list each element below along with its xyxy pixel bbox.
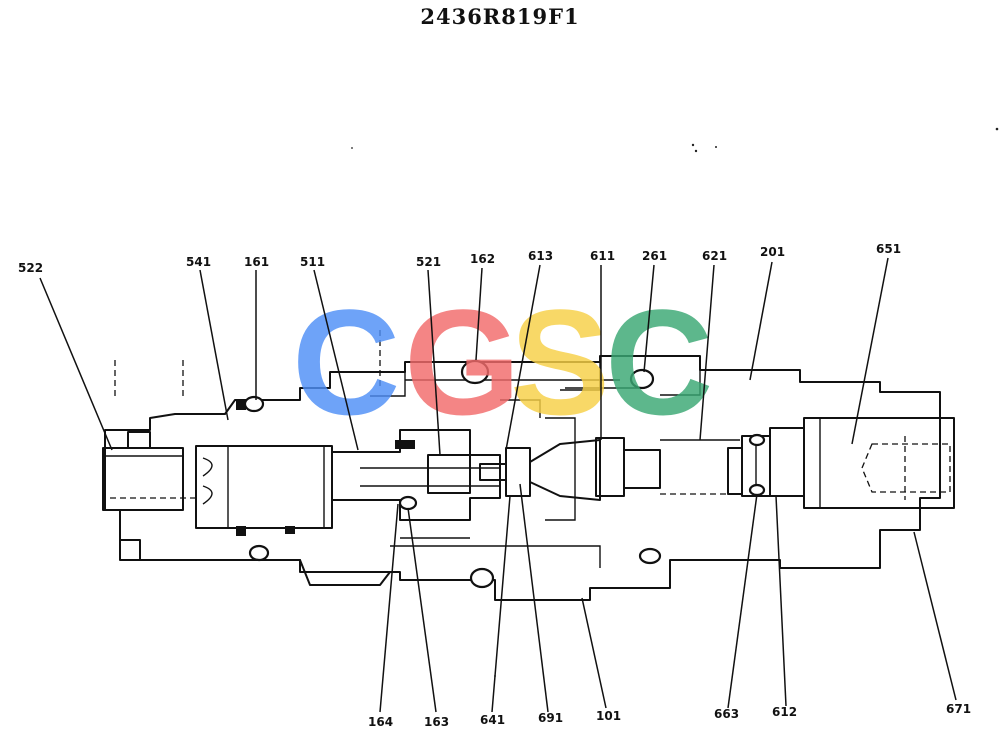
- scan-specks: [351, 127, 999, 677]
- part-label-161: 161: [244, 255, 269, 269]
- part-label-641: 641: [480, 713, 505, 727]
- watermark-letter-g: G: [404, 278, 521, 446]
- part-label-511: 511: [300, 255, 325, 269]
- watermark-letter-c1: C: [292, 278, 400, 446]
- part-label-621: 621: [702, 249, 727, 263]
- poppet-assembly: [479, 417, 601, 521]
- part-label-522: 522: [18, 261, 43, 275]
- piston-541: [195, 445, 333, 529]
- part-label-612: 612: [772, 705, 797, 719]
- part-label-651: 651: [876, 242, 901, 256]
- part-label-101: 101: [596, 709, 621, 723]
- part-label-613: 613: [528, 249, 553, 263]
- part-label-611: 611: [590, 249, 615, 263]
- part-label-691: 691: [538, 711, 563, 725]
- watermark-letter-s: S: [510, 278, 610, 446]
- watermark-letter-c2: C: [605, 278, 713, 446]
- part-label-541: 541: [186, 255, 211, 269]
- part-label-663: 663: [714, 707, 739, 721]
- drawing-title: 2436R819F1: [420, 4, 580, 29]
- o-rings: [236, 359, 766, 589]
- part-label-521: 521: [416, 255, 441, 269]
- part-label-261: 261: [642, 249, 667, 263]
- left-end-fitting: [102, 431, 200, 511]
- adjuster-cap: [769, 417, 955, 509]
- part-label-163: 163: [424, 715, 449, 729]
- part-label-162: 162: [470, 252, 495, 266]
- part-label-164: 164: [368, 715, 393, 729]
- part-labels: 522 541 161 511 521 162 613 611 261 621 …: [18, 242, 971, 729]
- center-bore: [332, 429, 501, 521]
- cgsc-watermark: C G S C: [292, 278, 713, 446]
- part-label-201: 201: [760, 245, 785, 259]
- part-label-671: 671: [946, 702, 971, 716]
